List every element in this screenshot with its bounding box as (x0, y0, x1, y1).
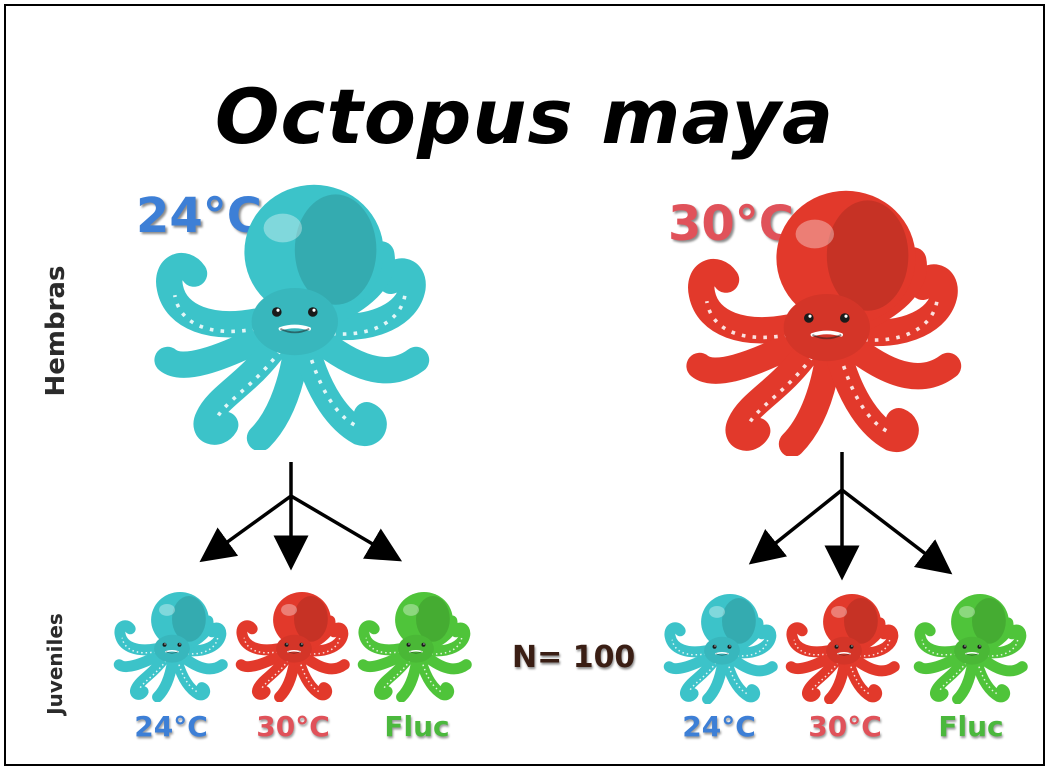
juvenile-label-fluc: Fluc (362, 710, 472, 744)
sample-size-label: N= 100 (512, 640, 635, 676)
juvenile-label-24: 24°C (664, 710, 774, 744)
octopus-icon (110, 590, 230, 702)
octopus-icon (782, 592, 902, 704)
juvenile-label-fluc: Fluc (916, 710, 1026, 744)
juvenile-label-30: 30°C (790, 710, 900, 744)
octopus-icon (660, 592, 780, 704)
octopus-icon (354, 590, 474, 702)
octopus-icon (232, 590, 352, 702)
juvenile-label-30: 30°C (238, 710, 348, 744)
octopus-icon (910, 592, 1030, 704)
juvenile-label-24: 24°C (116, 710, 226, 744)
